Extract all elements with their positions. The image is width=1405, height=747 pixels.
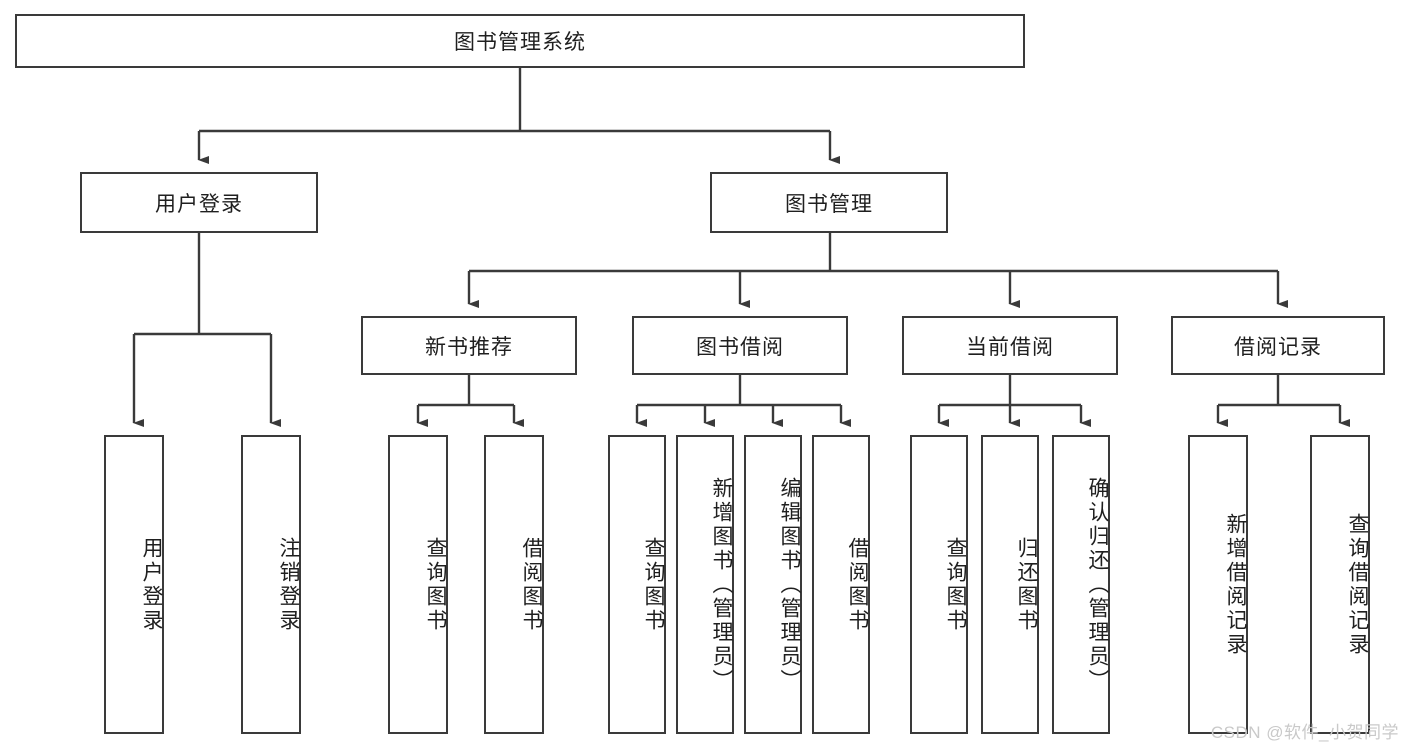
watermark-text: CSDN @软件_小贺同学 [1210,723,1399,742]
leaf-query-book-borrow[interactable]: 查询图书 [608,435,666,734]
leaf-query-borrow-record[interactable]: 查询借阅记录 [1310,435,1370,734]
leaf-add-book-admin-label: 新增图书（管理员） [710,476,733,693]
leaf-query-book-recommend[interactable]: 查询图书 [388,435,448,734]
edge-group-borrow [635,375,851,427]
leaf-query-book-current-label: 查询图书 [944,536,967,633]
edge-group-root [197,68,840,164]
edge-group-records [1216,375,1350,427]
node-new-book-recommend[interactable]: 新书推荐 [361,316,577,375]
node-current-borrow[interactable]: 当前借阅 [902,316,1118,375]
node-root[interactable]: 图书管理系统 [15,14,1025,68]
leaf-user-login[interactable]: 用户登录 [104,435,164,734]
leaf-user-logout[interactable]: 注销登录 [241,435,301,734]
leaf-query-book-borrow-label: 查询图书 [642,536,665,633]
leaf-edit-book-admin-label: 编辑图书（管理员） [778,476,801,693]
edge-group-current-borrow [937,375,1091,427]
node-user-login-label: 用户登录 [155,192,243,216]
leaf-confirm-return-admin-label: 确认归还（管理员） [1086,476,1109,693]
leaf-borrow-book-label: 借阅图书 [846,536,869,633]
leaf-return-book[interactable]: 归还图书 [981,435,1039,734]
node-new-book-recommend-label: 新书推荐 [425,335,513,359]
leaf-borrow-book-recommend-label: 借阅图书 [520,536,543,633]
node-borrow-records-label: 借阅记录 [1234,335,1322,359]
node-book-borrow[interactable]: 图书借阅 [632,316,848,375]
leaf-add-borrow-record[interactable]: 新增借阅记录 [1188,435,1248,734]
leaf-return-book-label: 归还图书 [1015,536,1038,633]
leaf-confirm-return-admin[interactable]: 确认归还（管理员） [1052,435,1110,734]
edge-group-book-manage [467,233,1288,308]
edge-group-new-book [416,375,524,427]
leaf-user-logout-label: 注销登录 [277,536,300,633]
node-book-borrow-label: 图书借阅 [696,335,784,359]
leaf-borrow-book-recommend[interactable]: 借阅图书 [484,435,544,734]
leaf-add-book-admin[interactable]: 新增图书（管理员） [676,435,734,734]
leaf-query-borrow-record-label: 查询借阅记录 [1346,512,1369,657]
leaf-user-login-label: 用户登录 [140,536,163,633]
node-root-label: 图书管理系统 [454,31,586,54]
node-book-management[interactable]: 图书管理 [710,172,948,233]
edge-group-user-login [132,233,281,427]
leaf-query-book-current[interactable]: 查询图书 [910,435,968,734]
leaf-add-borrow-record-label: 新增借阅记录 [1224,512,1247,657]
leaf-query-book-recommend-label: 查询图书 [424,536,447,633]
node-user-login[interactable]: 用户登录 [80,172,318,233]
leaf-edit-book-admin[interactable]: 编辑图书（管理员） [744,435,802,734]
node-current-borrow-label: 当前借阅 [966,335,1054,359]
node-borrow-records[interactable]: 借阅记录 [1171,316,1385,375]
leaf-borrow-book[interactable]: 借阅图书 [812,435,870,734]
node-book-management-label: 图书管理 [785,192,873,216]
